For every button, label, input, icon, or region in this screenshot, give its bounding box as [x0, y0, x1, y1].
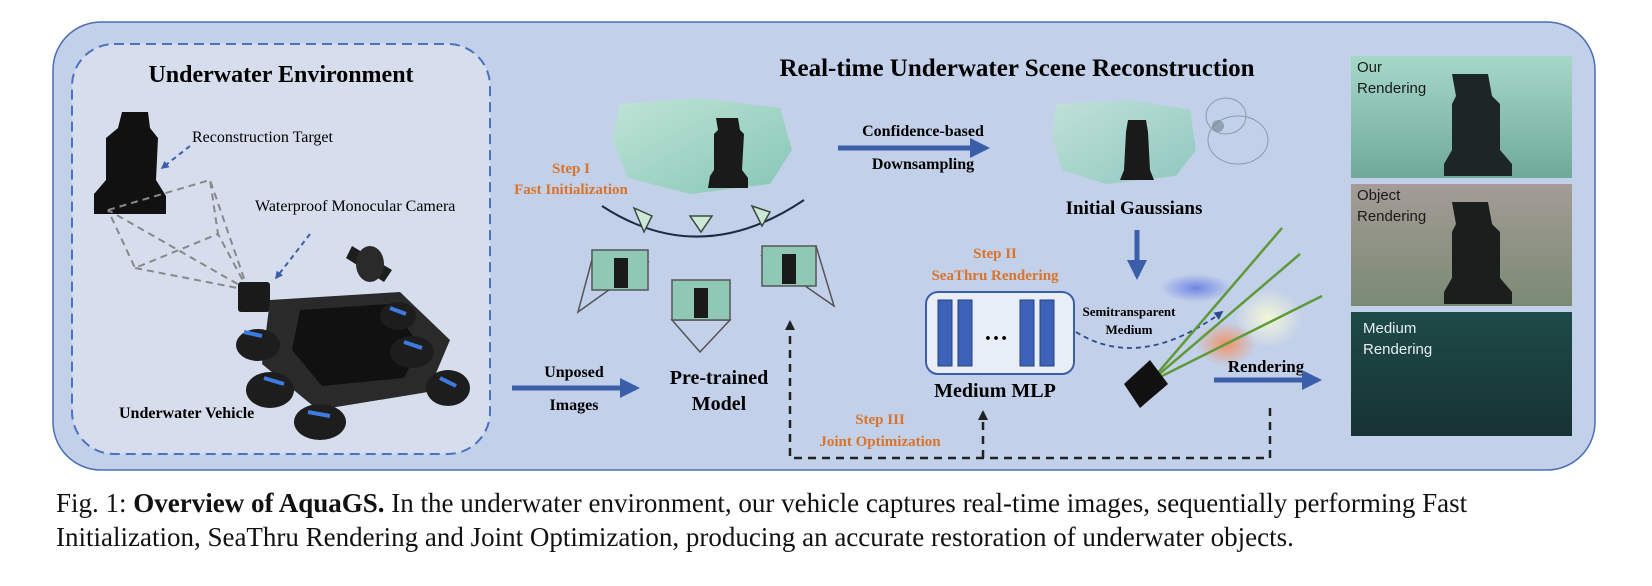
step1-line2: Fast Initialization	[514, 182, 628, 198]
output-medium-rendering: Medium Rendering	[1351, 312, 1572, 436]
medium-mlp-label: Medium MLP	[934, 380, 1056, 402]
figure-caption: Fig. 1: Overview of AquaGS. In the under…	[56, 486, 1596, 554]
output-object-rendering: Object Rendering	[1351, 184, 1572, 306]
downsample-line1: Confidence-based	[862, 123, 984, 140]
target-pointer-arrow	[160, 145, 191, 169]
camera-pointer-arrow	[275, 233, 311, 280]
step3-line2: Joint Optimization	[819, 434, 941, 450]
camera-frustum	[107, 178, 249, 291]
camera-label: Waterproof Monocular Camera	[255, 198, 455, 215]
step2-line2: SeaThru Rendering	[931, 268, 1059, 284]
pretrained-line2: Model	[692, 393, 747, 415]
pretrained-line1: Pre-trained	[670, 367, 769, 389]
object-rendering-line1: Object	[1357, 187, 1401, 204]
downsample-line2: Downsampling	[872, 156, 974, 173]
vehicle-label: Underwater Vehicle	[119, 405, 254, 422]
medium-dashed-arrow	[1075, 310, 1224, 349]
unposed-line1: Unposed	[544, 364, 604, 381]
camera-trajectory-arc	[601, 199, 805, 238]
rendering-label: Rendering	[1228, 357, 1305, 376]
input-views	[576, 245, 836, 354]
initial-gaussians-render	[1052, 97, 1269, 184]
reconstruction-target	[94, 112, 166, 214]
output-our-rendering: Our Rendering	[1351, 56, 1572, 178]
underwater-vehicle	[236, 246, 470, 440]
trajectory-cameras	[632, 204, 772, 234]
unposed-line2: Images	[550, 397, 599, 414]
point-cloud-reconstruction	[612, 98, 792, 194]
mlp-ellipsis: …	[984, 320, 1008, 346]
our-rendering-line1: Our	[1357, 59, 1382, 76]
caption-prefix: Fig. 1:	[56, 488, 134, 518]
medium-rendering-line2: Rendering	[1363, 341, 1432, 358]
step2-line1: Step II	[973, 246, 1017, 262]
environment-title: Underwater Environment	[148, 62, 413, 88]
reconstruction-target-label: Reconstruction Target	[192, 129, 333, 146]
medium-rendering-line1: Medium	[1363, 320, 1416, 337]
initial-gaussians-label: Initial Gaussians	[1066, 198, 1203, 219]
object-rendering-line2: Rendering	[1357, 208, 1426, 225]
mlp-layers	[937, 299, 1055, 367]
caption-body: In the underwater environment, our vehic…	[56, 488, 1468, 552]
semitransparent-line1: Semitransparent	[1083, 304, 1177, 319]
step1-line1: Step I	[552, 161, 590, 177]
main-title: Real-time Underwater Scene Reconstructio…	[779, 55, 1254, 82]
our-rendering-line2: Rendering	[1357, 80, 1426, 97]
aquags-overview-diagram: Underwater Environment Reconstruction Ta…	[52, 21, 1596, 471]
render-camera-icon	[1124, 360, 1168, 408]
camera-rays	[1149, 227, 1323, 384]
step3-line1: Step III	[855, 412, 905, 428]
semitransparent-line2: Medium	[1106, 322, 1153, 337]
caption-bold: Overview of AquaGS.	[133, 488, 385, 518]
gaussian-splats	[1160, 274, 1302, 366]
